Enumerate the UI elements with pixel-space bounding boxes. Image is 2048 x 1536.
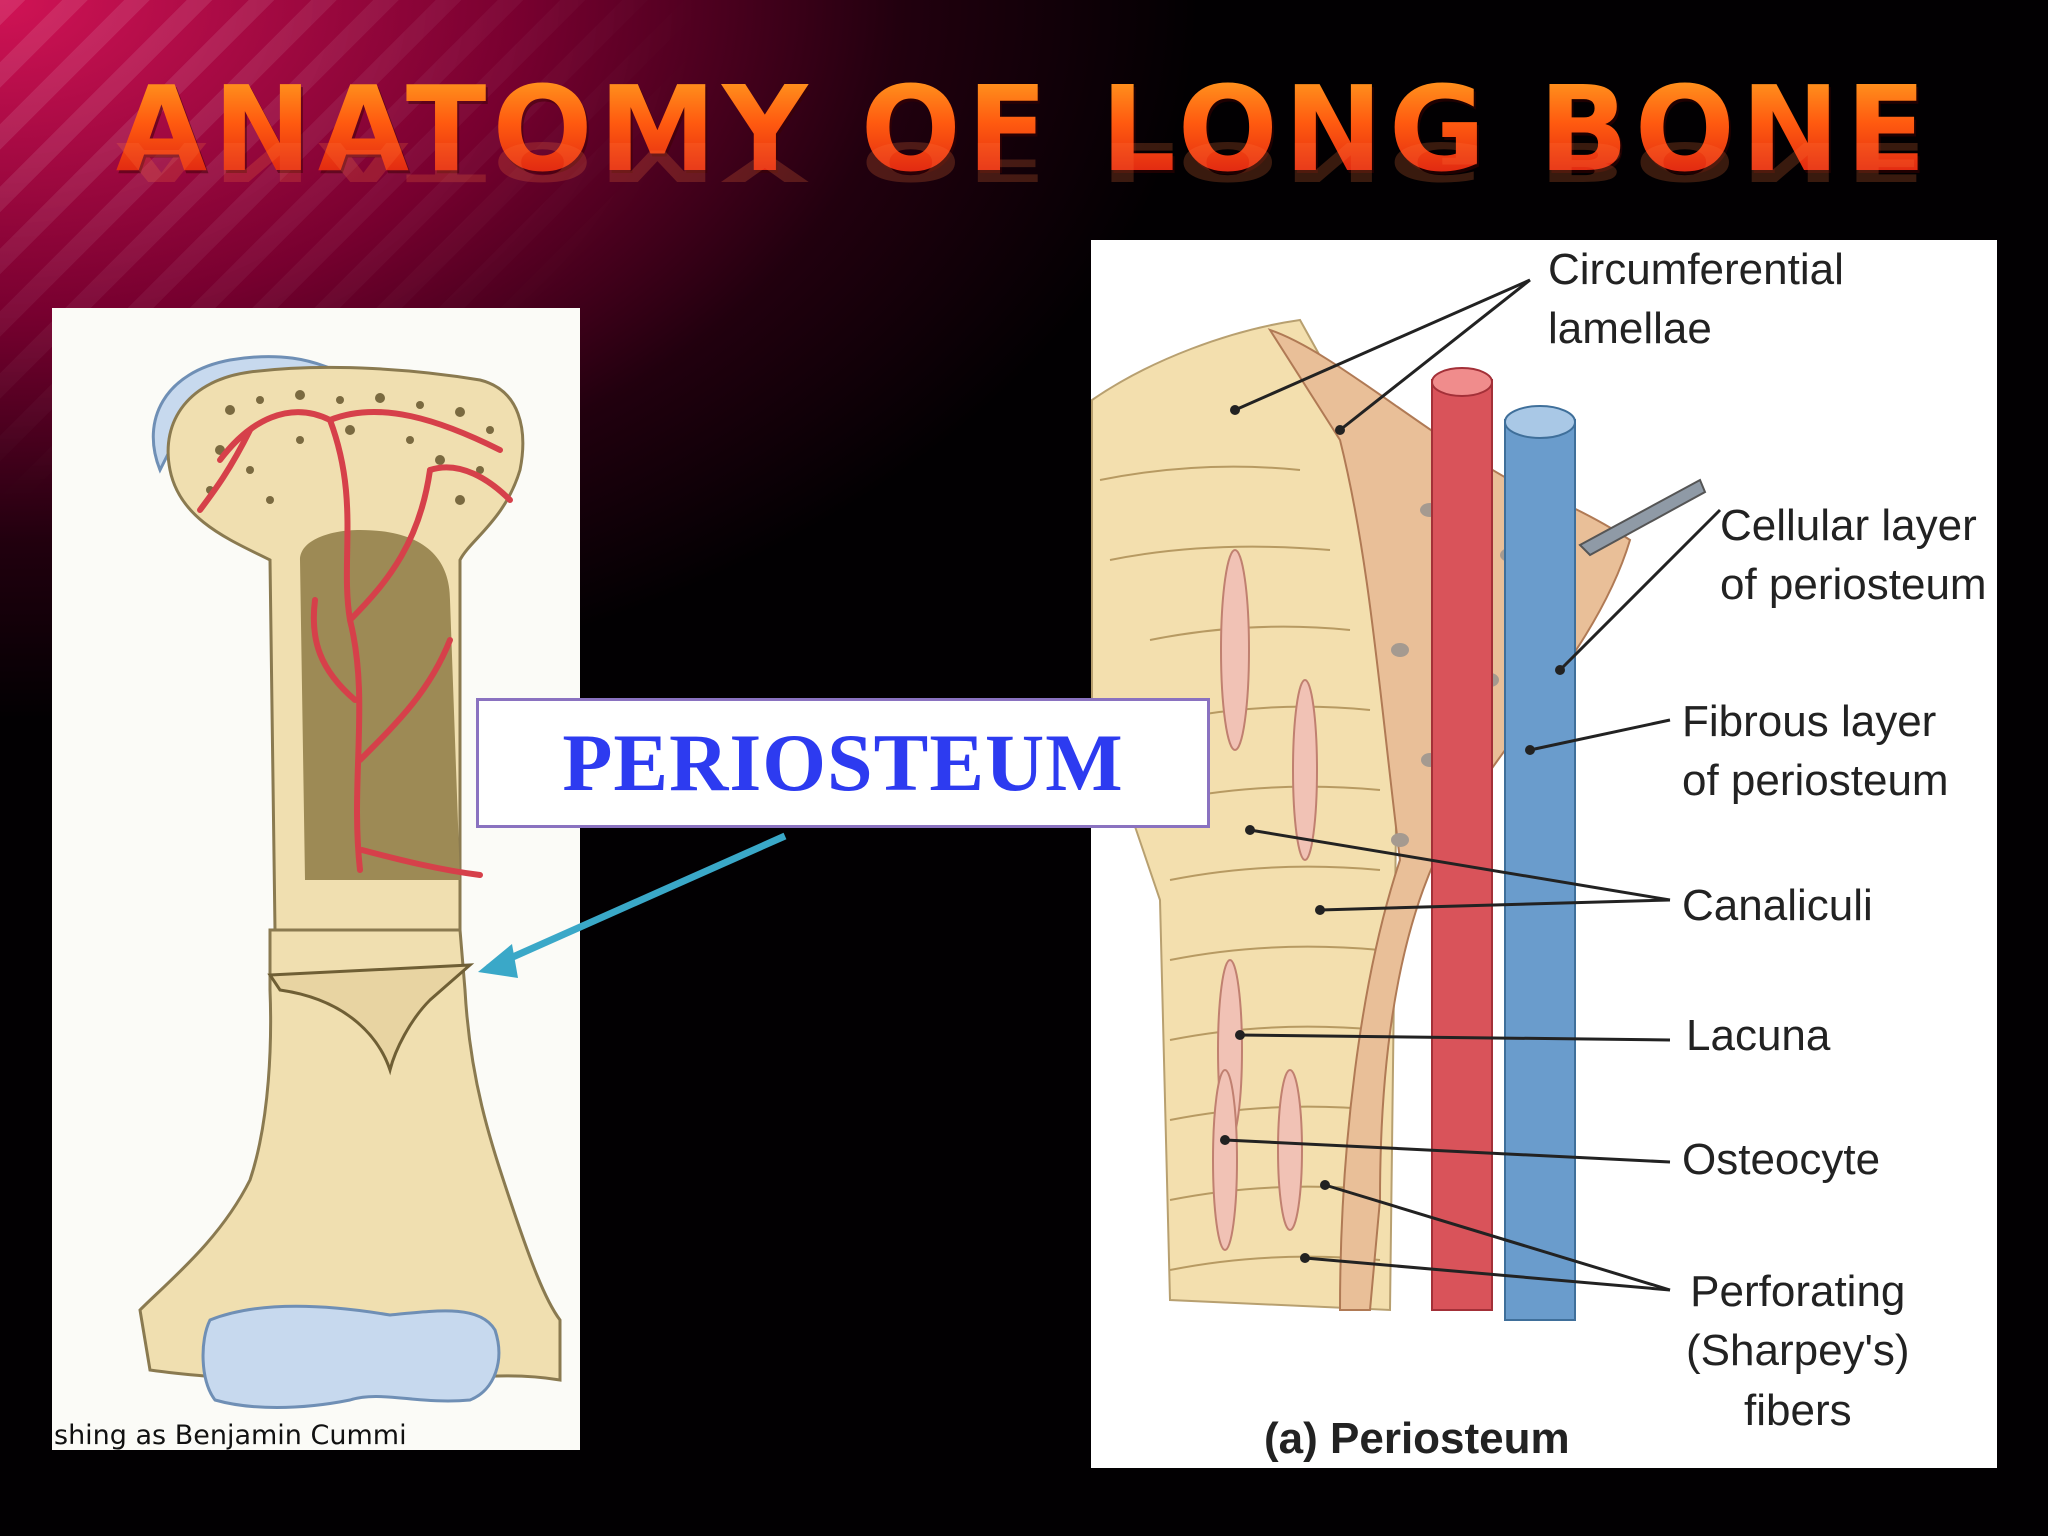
leader-lines [1224, 278, 1722, 1292]
compact-bone-tissue [1091, 318, 1402, 1312]
callout-text: PERIOSTEUM [562, 717, 1124, 808]
arrow-shaft [486, 832, 787, 972]
label-line: Fibrous layer [1682, 697, 1937, 746]
label-line: Circumferential [1548, 245, 1844, 294]
blood-vessels-bone [197, 408, 513, 878]
label-osteocyte: Osteocyte [1682, 1135, 1881, 1184]
vein [1504, 419, 1576, 1321]
forceps [1578, 478, 1707, 557]
artery-opening [1431, 367, 1493, 397]
artery [1431, 379, 1493, 1311]
label-perforating-fibers: Perforating (Sharpey's) fibers [1686, 1262, 1910, 1440]
title-container: ANATOMY OF LONG BONE [0, 70, 2048, 188]
label-line: fibers [1744, 1385, 1852, 1435]
label-fibrous-layer: Fibrous layer of periosteum [1682, 692, 1949, 811]
articular-cartilage-bottom [201, 1304, 501, 1409]
spongy-bone-dots [206, 390, 494, 505]
slide-title: ANATOMY OF LONG BONE [115, 60, 1933, 198]
figure-caption: (a) Periosteum [1264, 1414, 1570, 1463]
periosteum-callout: PERIOSTEUM [476, 698, 1210, 828]
label-line: Perforating [1690, 1267, 1906, 1316]
leader-dots [1220, 405, 1565, 1263]
periosteum-flap [267, 963, 475, 1076]
label-line: Cellular layer [1720, 501, 1977, 550]
label-line: of periosteum [1682, 756, 1949, 806]
vein-opening [1504, 405, 1576, 439]
label-canaliculi: Canaliculi [1682, 881, 1873, 930]
label-circumferential-lamellae: Circumferential lamellae [1548, 240, 1844, 359]
label-line: of periosteum [1720, 560, 1987, 610]
label-cellular-layer: Cellular layer of periosteum [1720, 496, 1987, 615]
medullary-cavity [300, 530, 460, 880]
arrow-head [478, 944, 518, 978]
label-line: (Sharpey's) [1686, 1326, 1910, 1376]
label-lacuna: Lacuna [1686, 1011, 1831, 1060]
image-credit: shing as Benjamin Cummi [54, 1420, 407, 1451]
label-line: lamellae [1548, 304, 1712, 354]
